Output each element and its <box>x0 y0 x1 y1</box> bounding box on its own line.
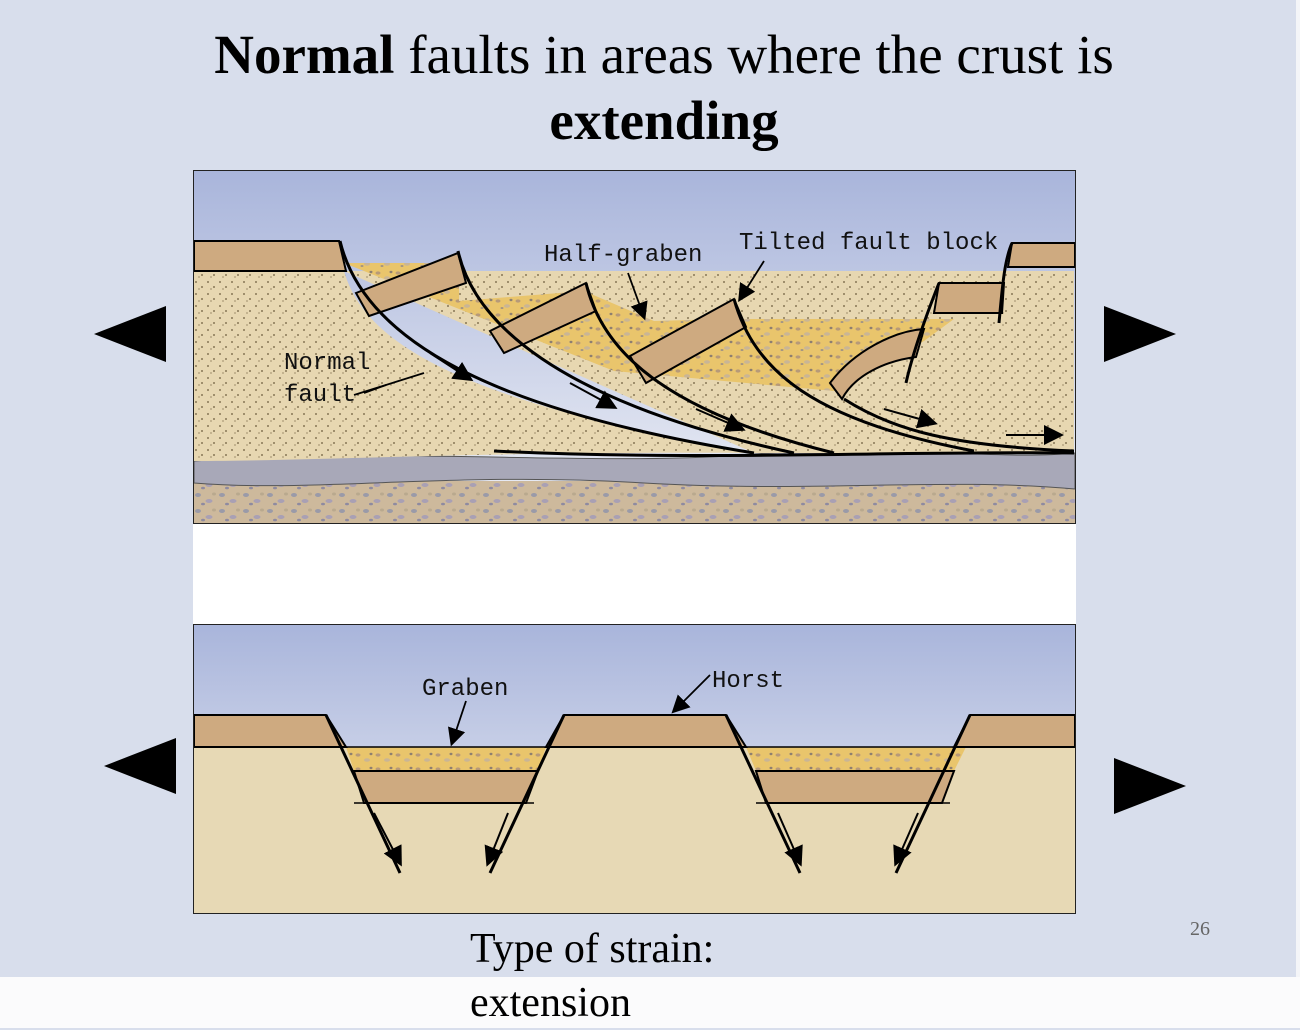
title-bold-normal: Normal <box>214 24 395 85</box>
fault-5 <box>843 397 1075 453</box>
cap-left <box>194 714 348 748</box>
right-edge <box>1296 0 1300 977</box>
label-normal-fault-line2: fault <box>284 382 356 409</box>
extension-arrow-left-bottom <box>104 738 176 794</box>
cap-horst <box>544 714 748 748</box>
label-graben: Graben <box>422 676 508 703</box>
panel-gap <box>193 524 1076 624</box>
graben-gravel-right <box>746 747 966 771</box>
extension-arrow-right-top <box>1104 306 1176 362</box>
label-half-graben: Half-graben <box>544 242 702 269</box>
half-graben-svg: Half-graben Tilted fault block Normal fa… <box>194 171 1075 523</box>
label-horst: Horst <box>712 668 784 695</box>
basement-layer <box>194 481 1075 523</box>
sand-body <box>194 271 754 461</box>
horst-graben-svg: Graben Horst <box>194 625 1075 913</box>
slide-title: Normal faults in areas where the crust i… <box>0 22 1300 154</box>
fault-7 <box>997 242 1014 324</box>
title-bold-extending: extending <box>549 90 779 151</box>
cap-right <box>952 714 1075 748</box>
extension-arrow-left-top <box>94 306 166 362</box>
fault-4 <box>732 298 975 453</box>
page-number: 26 <box>1190 918 1210 940</box>
extension-arrow-right-bottom <box>1114 758 1186 814</box>
detachment-fault <box>493 449 1075 458</box>
fault-6 <box>904 282 941 384</box>
bottom-strip <box>0 977 1300 1028</box>
caption: Type of strain: extension <box>470 922 870 1030</box>
title-plain: faults in areas where the crust is <box>394 24 1114 85</box>
caption-line1: Type of strain: <box>470 926 715 972</box>
gravel-fill <box>344 263 954 391</box>
cap-left <box>194 240 348 272</box>
fault-3 <box>584 282 835 455</box>
caption-line2: extension <box>470 980 631 1026</box>
fault-2 <box>456 250 795 455</box>
detachment-layer <box>194 449 1075 490</box>
half-graben-diagram: Half-graben Tilted fault block Normal fa… <box>193 170 1076 524</box>
label-normal-fault-line1: Normal <box>284 350 370 377</box>
horst-graben-diagram: Graben Horst <box>193 624 1076 914</box>
label-tilted-fault-block: Tilted fault block <box>739 230 998 257</box>
graben-gravel-left <box>346 747 546 771</box>
